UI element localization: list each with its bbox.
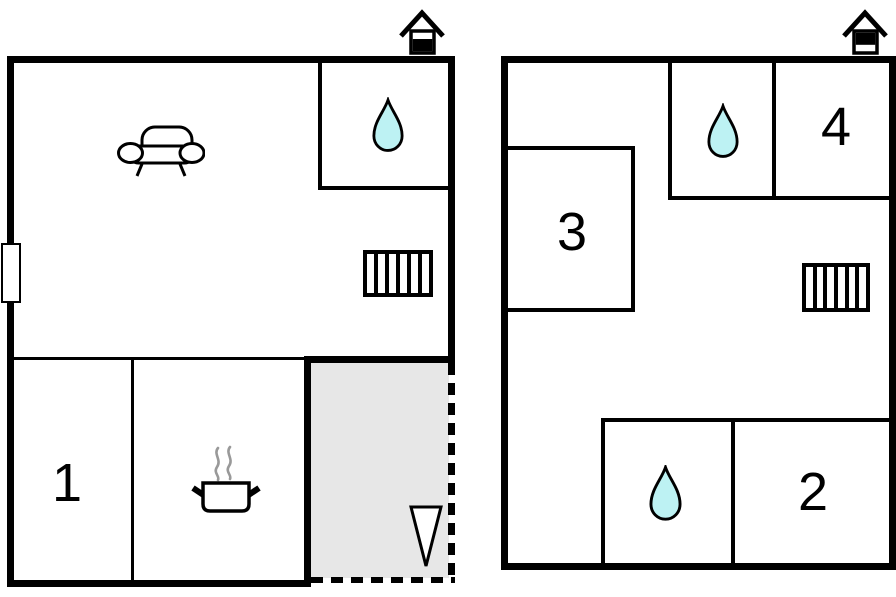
wall-terrace-top (304, 356, 455, 363)
stairs-icon (363, 250, 433, 297)
steam-icon (226, 445, 232, 481)
ground-floor-plan: 1 (1, 9, 455, 587)
wall-room3-south (508, 308, 635, 312)
upper-floor-plan: 3 4 2 (460, 0, 896, 597)
wall-outer-top (501, 56, 896, 63)
room-4-label: 4 (820, 97, 852, 157)
wall-outer-bottom (501, 563, 896, 570)
wall-living-south (14, 357, 304, 360)
wall-outer-left (7, 56, 14, 587)
wall-outer-top (7, 56, 455, 63)
terrace-dashed-edge-bottom (311, 577, 455, 583)
wall-room3-north (508, 146, 635, 150)
wall-room1-kitchen-divider (131, 360, 134, 580)
wall-bathroom-room4-south (668, 196, 889, 200)
water-drop-icon (649, 465, 682, 521)
wall-room3-east (631, 146, 635, 312)
wall-bottom-bathroom-north (601, 418, 889, 422)
room-2-label: 2 (797, 462, 829, 522)
room-3-label: 3 (556, 202, 588, 262)
wall-outer-left (501, 56, 508, 570)
wall-outer-bottom (7, 580, 311, 587)
wall-kitchen-east (304, 356, 311, 587)
house-ground-floor-icon (399, 9, 445, 55)
wall-bathroom-room2-divider (731, 422, 735, 563)
wall-bathroom-room4-divider (772, 63, 776, 200)
wall-bathroom-south (318, 186, 448, 190)
wall-outer-right (889, 56, 896, 570)
entrance-arrow-icon (409, 505, 443, 567)
stairs-icon (802, 263, 870, 312)
wall-top-bathroom-west (668, 63, 672, 200)
house-upper-floor-icon (842, 9, 888, 55)
door-window-marker (1, 243, 21, 303)
room-1-label: 1 (51, 453, 83, 513)
wall-bathroom-west (318, 63, 322, 190)
terrace-dashed-edge-right (448, 363, 455, 583)
water-drop-icon (707, 103, 739, 158)
cooking-pot-icon (191, 445, 261, 513)
water-drop-icon (372, 97, 404, 152)
wall-outer-right (448, 56, 455, 363)
sofa-icon (117, 125, 205, 177)
wall-bottom-bathroom-west (601, 418, 605, 563)
steam-icon (214, 446, 220, 482)
